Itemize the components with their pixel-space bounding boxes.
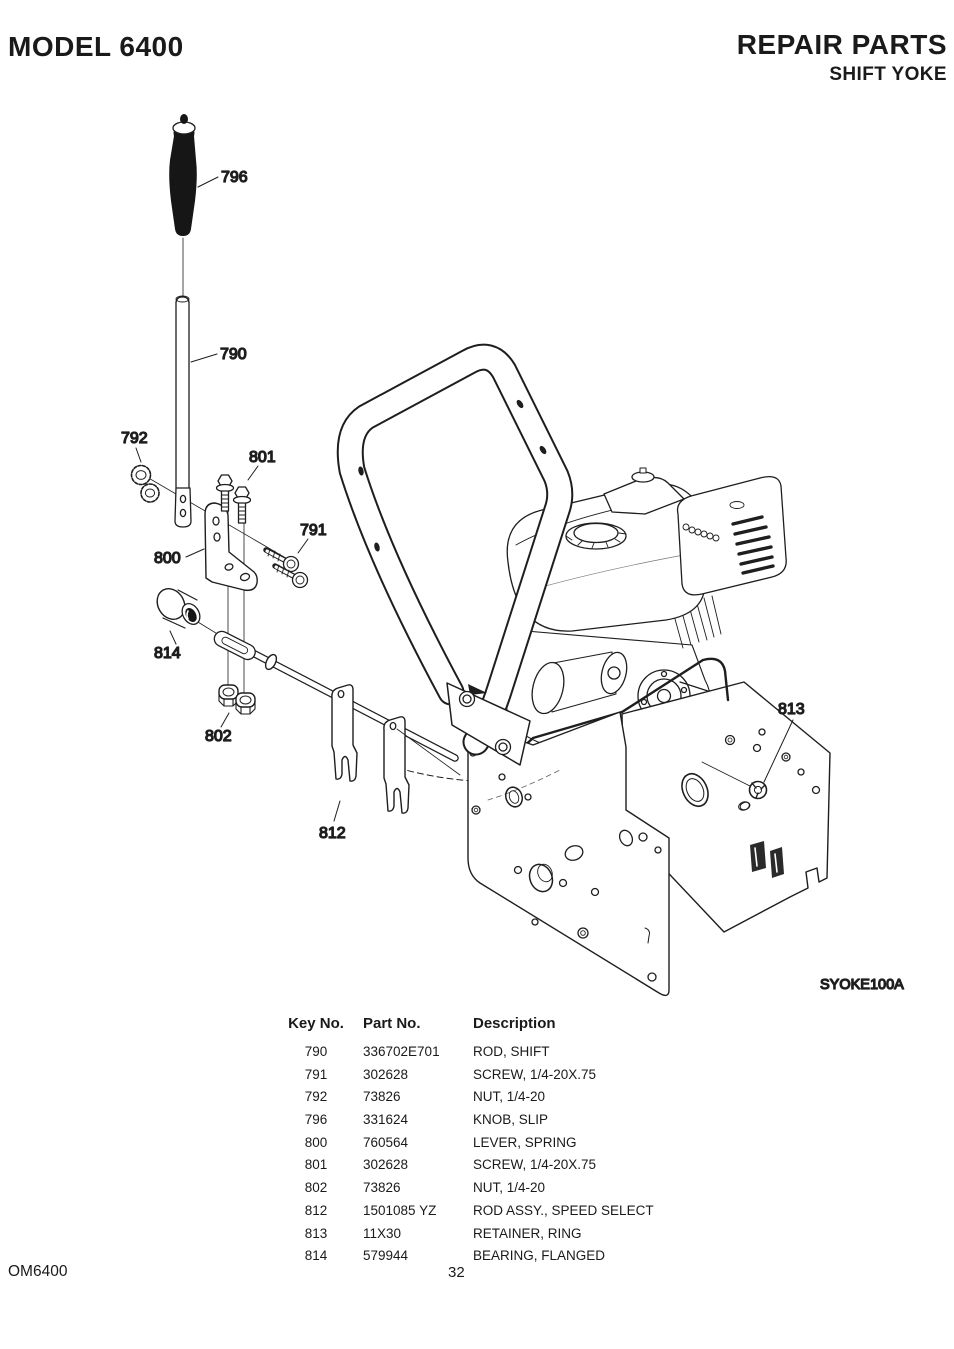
table-row: 796 331624 KNOB, SLIP [283, 1109, 739, 1132]
engine-mount-bracket [503, 657, 730, 766]
cell-part: 73826 [363, 1089, 401, 1105]
cell-key: 796 [304, 1112, 328, 1128]
cell-desc: NUT, 1/4-20 [473, 1089, 546, 1105]
nuts-792-drawing [130, 464, 160, 503]
callout-labels: 796 790 792 801 791 800 814 802 812 813 [120, 168, 805, 842]
doc-code: OM6400 [8, 1263, 68, 1280]
page-title: MODEL 6400 [8, 31, 184, 62]
parts-table: Key No. Part No. Description 790 336702E… [283, 1014, 739, 1268]
cell-desc: LEVER, SPRING [473, 1134, 577, 1150]
table-row: 790 336702E701 ROD, SHIFT [283, 1041, 739, 1064]
cell-key: 813 [304, 1225, 328, 1241]
cell-key: 791 [304, 1066, 328, 1082]
header-right: REPAIR PARTS SHIFT YOKE [736, 29, 947, 85]
table-row: 813 11X30 RETAINER, RING [283, 1223, 739, 1246]
shift-yokes-drawing [331, 684, 461, 814]
cell-desc: NUT, 1/4-20 [473, 1180, 546, 1196]
subsection-title: SHIFT YOKE [829, 64, 947, 85]
alignment-lines [139, 237, 297, 695]
callout-814: 814 [154, 645, 181, 662]
table-row: 800 760564 LEVER, SPRING [283, 1132, 739, 1155]
section-title: REPAIR PARTS [736, 29, 947, 60]
parts-table-header: Key No. Part No. Description [283, 1014, 739, 1041]
table-row: 802 73826 NUT, 1/4-20 [283, 1177, 739, 1200]
callout-802: 802 [205, 728, 232, 745]
cell-desc: KNOB, SLIP [473, 1112, 549, 1128]
screws-801-drawing [215, 474, 252, 524]
diagram-wrap: 796 790 792 801 791 800 814 802 812 813 … [0, 100, 954, 1012]
nuts-802-drawing [218, 684, 256, 715]
knob-796-drawing [169, 114, 197, 236]
table-row: 792 73826 NUT, 1/4-20 [283, 1086, 739, 1109]
callout-801: 801 [249, 449, 276, 466]
callout-796: 796 [221, 169, 248, 186]
table-row: 812 1501085 YZ ROD ASSY., SPEED SELECT [283, 1200, 739, 1223]
shift-yoke-diagram: 796 790 792 801 791 800 814 802 812 813 … [120, 114, 905, 997]
callout-813: 813 [778, 701, 805, 718]
handle-loop [336, 343, 574, 756]
frame-front-panel [467, 711, 670, 997]
cell-desc: RETAINER, RING [473, 1225, 582, 1241]
page-number: 32 [448, 1264, 465, 1281]
cell-part: 1501085 YZ [363, 1202, 437, 1218]
shift-rod-790-drawing [174, 295, 192, 528]
table-row: 814 579944 BEARING, FLANGED [283, 1245, 739, 1268]
callout-812: 812 [319, 825, 346, 842]
figure-code: SYOKE100A [820, 977, 904, 993]
screws-791-drawing [263, 547, 309, 589]
handle-mount-plate [446, 682, 531, 766]
cell-key: 801 [304, 1157, 328, 1173]
table-row: 791 302628 SCREW, 1/4-20X.75 [283, 1064, 739, 1087]
cell-key: 802 [304, 1180, 328, 1196]
callout-790: 790 [220, 346, 247, 363]
cell-key: 790 [304, 1044, 328, 1059]
cell-part: 760564 [363, 1134, 409, 1150]
cell-part: 579944 [363, 1248, 409, 1264]
cell-key: 812 [304, 1202, 328, 1218]
cell-key: 800 [304, 1134, 328, 1150]
frame-rear-panel [621, 681, 831, 933]
cell-key: 792 [304, 1089, 328, 1105]
cell-desc: ROD ASSY., SPEED SELECT [473, 1202, 654, 1218]
lever-800-drawing [204, 502, 258, 592]
bearing-814-drawing [156, 587, 201, 629]
cell-desc: BEARING, FLANGED [473, 1248, 606, 1264]
col-header-key: Key No. [288, 1015, 344, 1032]
cell-desc: SCREW, 1/4-20X.75 [473, 1066, 597, 1082]
cell-desc: SCREW, 1/4-20X.75 [473, 1157, 597, 1173]
cell-part: 73826 [363, 1180, 401, 1196]
retainer-ring-813 [701, 761, 768, 811]
col-header-part: Part No. [363, 1015, 421, 1032]
callout-800: 800 [154, 550, 181, 567]
cell-part: 331624 [363, 1112, 409, 1128]
col-header-desc: Description [473, 1015, 556, 1032]
table-row: 801 302628 SCREW, 1/4-20X.75 [283, 1154, 739, 1177]
callout-792: 792 [121, 430, 148, 447]
cell-key: 814 [304, 1248, 328, 1264]
callout-leader-lines [135, 176, 794, 822]
cell-part: 302628 [363, 1066, 409, 1082]
cell-part: 336702E701 [363, 1044, 440, 1059]
callout-791: 791 [300, 522, 327, 539]
cell-desc: ROD, SHIFT [473, 1044, 550, 1059]
cell-part: 302628 [363, 1157, 409, 1173]
cell-part: 11X30 [363, 1225, 402, 1241]
